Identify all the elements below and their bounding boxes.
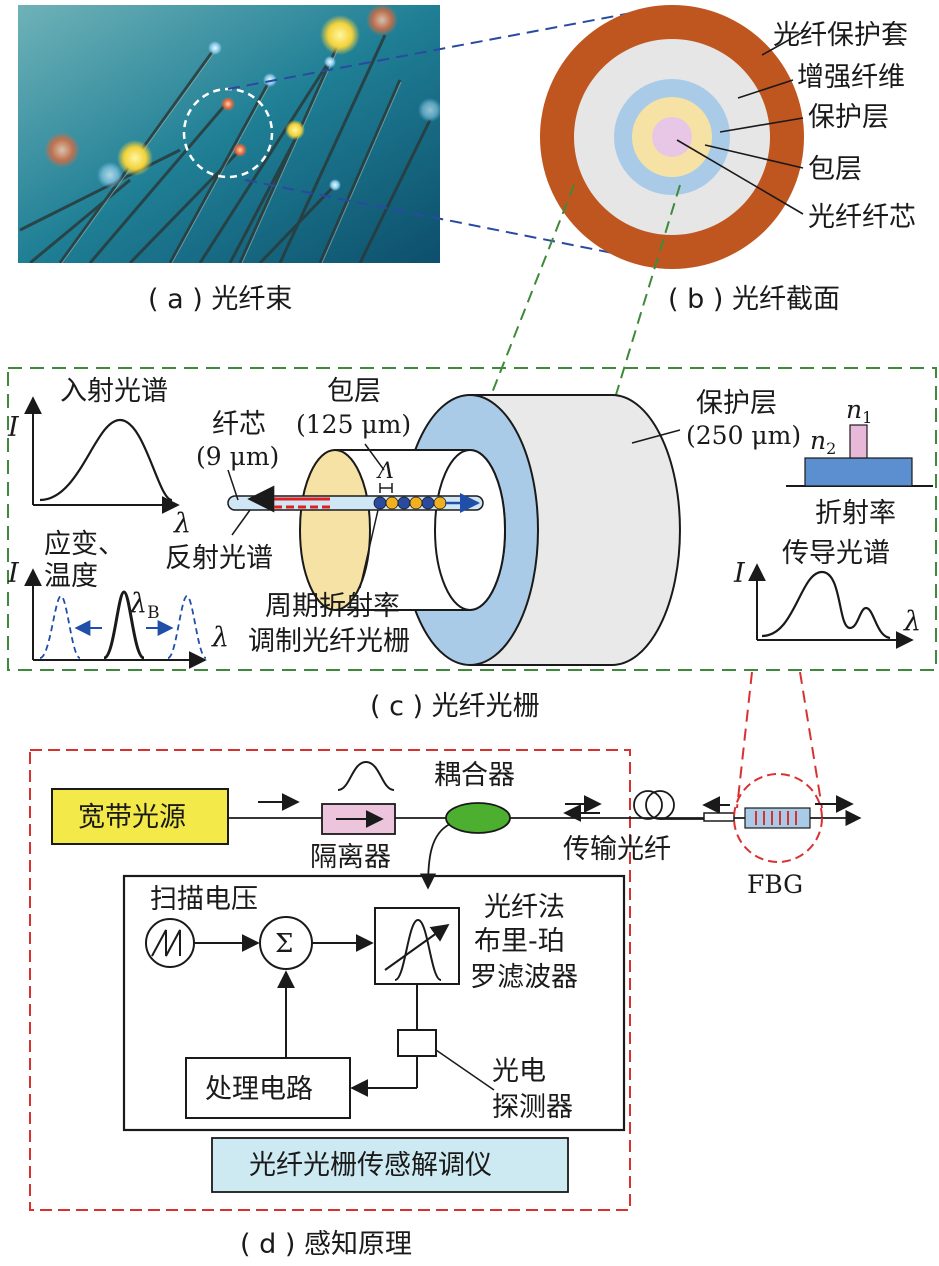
fiber-bundle-photo (18, 5, 440, 263)
label-core: 光纤纤芯 (808, 202, 916, 233)
bragg-subscript: B (147, 603, 160, 623)
demodulator-label: 光纤光栅传感解调仪 (249, 1150, 492, 1181)
strain-label-line2: 温度 (44, 561, 98, 592)
panel-b-caption: ( b ) 光纤截面 (668, 284, 840, 315)
fbg-circle (733, 773, 823, 863)
n1-subscript: 1 (862, 408, 872, 427)
cladding-label-3d: 包层 (327, 376, 381, 407)
reflect-spectrum-label: 反射光谱 (165, 543, 273, 574)
demodulator-box (122, 874, 626, 1132)
zoom-line-red-left (736, 671, 753, 809)
zoom-line-bottom (244, 179, 659, 263)
incident-axis-i: I (7, 412, 20, 443)
grating-label-line2: 调制光纤光栅 (248, 626, 410, 657)
isolator-label: 隔离器 (310, 842, 391, 873)
fbg-label: FBG (747, 870, 803, 899)
zoom-line-top (227, 7, 659, 90)
fp-filter-label-line2: 布里-珀 (474, 926, 565, 957)
strain-label-line1: 应变、 (44, 529, 125, 560)
n2-label: n2 (810, 426, 836, 458)
scan-voltage-label: 扫描电压 (150, 884, 258, 915)
coating-label-3d: 保护层 (696, 388, 777, 419)
n2-symbol: n (810, 426, 826, 455)
panel-c-border (7, 367, 937, 671)
n2-subscript: 2 (826, 439, 836, 458)
coupler-ellipse (445, 802, 511, 834)
demodulator-label-box (211, 1137, 569, 1193)
refractive-index-profile (786, 424, 933, 487)
zoom-line-red-right (799, 671, 823, 809)
label-jacket: 光纤保护套 (773, 20, 908, 51)
photodetector-box (397, 1029, 437, 1057)
fiber-cross-section (540, 5, 804, 269)
processing-circuit-label: 处理电路 (205, 1074, 313, 1105)
transmit-axis-i: I (733, 558, 746, 589)
broadband-source-label: 宽带光源 (78, 802, 186, 833)
photodetector-label-line2: 探测器 (492, 1092, 573, 1123)
sensor-arrows (702, 796, 735, 822)
panel-c-caption: ( c ) 光纤光栅 (370, 691, 540, 722)
label-coating: 保护层 (808, 102, 889, 133)
core-label: 纤芯 (212, 409, 266, 440)
coating-size: (250 μm) (686, 421, 801, 450)
incident-axis-lambda: λ (173, 508, 191, 539)
transmit-axis-lambda: λ (903, 606, 921, 637)
sawtooth-generator (145, 918, 195, 968)
photodetector-label-line1: 光电 (492, 1056, 546, 1087)
zoom-line-green-left (489, 184, 575, 399)
coupler-label: 耦合器 (434, 760, 515, 791)
transmitted-spectrum-plot (748, 563, 914, 649)
label-strength-fiber: 增强纤维 (797, 62, 905, 93)
broadband-source-box (51, 788, 229, 845)
cladding-size: (125 μm) (296, 410, 411, 439)
period-symbol: Λ (376, 459, 394, 484)
incident-spectrum-title: 入射光谱 (60, 376, 168, 407)
transmit-spectrum-title: 传导光谱 (782, 538, 890, 569)
grating-label-line1: 周期折射率 (265, 591, 400, 622)
fp-filter-label-line3: 罗滤波器 (470, 962, 578, 993)
refractive-index-label: 折射率 (815, 498, 896, 529)
bragg-lambda: λ (129, 588, 147, 619)
fbg-grating (744, 807, 811, 829)
fiber-spool-icon (633, 790, 705, 820)
panel-d-border (29, 749, 631, 1211)
panel-a-caption: ( a ) 光纤束 (148, 284, 292, 315)
reflect-axis-lambda: λ (211, 622, 229, 653)
bragg-wavelength-label: λB (129, 588, 160, 623)
n1-label: n1 (846, 395, 872, 427)
fp-filter-label-line1: 光纤法 (484, 892, 565, 923)
core-size: (9 μm) (196, 442, 279, 471)
reflect-axis-i: I (7, 558, 20, 589)
transmission-fiber-label: 传输光纤 (563, 834, 671, 865)
n1-symbol: n (846, 395, 862, 424)
reflected-spectrum-plot (24, 568, 207, 669)
fiber-3d-model (227, 394, 681, 666)
label-cladding: 包层 (808, 154, 862, 185)
core-disc (652, 117, 692, 157)
incident-spectrum-plot (24, 396, 180, 514)
sum-symbol: Σ (275, 929, 293, 959)
processing-circuit-box (185, 1057, 351, 1119)
panel-d-caption: ( d ) 感知原理 (240, 1229, 412, 1260)
